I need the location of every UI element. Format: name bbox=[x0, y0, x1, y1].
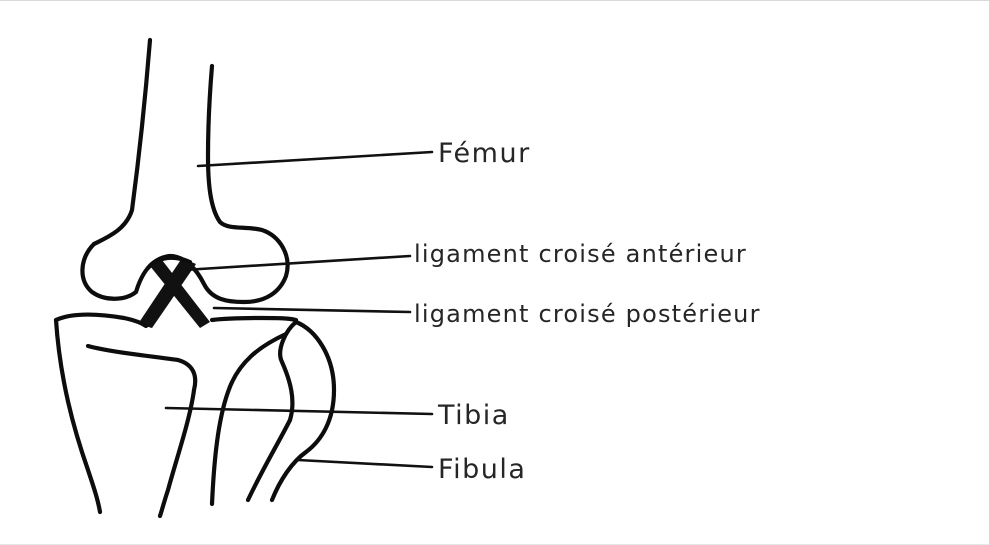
fibula-shaft-inner bbox=[212, 334, 286, 504]
fibula-leader bbox=[298, 460, 432, 467]
tibia-leader bbox=[166, 408, 432, 414]
fibula-bone bbox=[212, 322, 334, 504]
label-acl: ligament croisé antérieur bbox=[414, 240, 747, 268]
fibula-shaft-mid bbox=[248, 420, 290, 500]
label-tibia: Tibia bbox=[437, 400, 510, 431]
tibia-plateau-right bbox=[212, 318, 296, 320]
tibia-bone bbox=[56, 315, 296, 517]
femur-shaft-left bbox=[94, 40, 150, 244]
label-fibula: Fibula bbox=[438, 454, 526, 485]
label-femur: Fémur bbox=[438, 138, 531, 169]
leader-lines bbox=[166, 152, 432, 467]
label-pcl: ligament croisé postérieur bbox=[414, 300, 761, 328]
tibia-plateau-left bbox=[56, 315, 146, 327]
femur-leader bbox=[198, 152, 432, 166]
pcl-leader bbox=[214, 308, 410, 312]
labels: Fémur ligament croisé antérieur ligament… bbox=[414, 138, 761, 485]
acl-leader bbox=[184, 256, 410, 270]
tibia-inner-notch bbox=[88, 346, 195, 516]
